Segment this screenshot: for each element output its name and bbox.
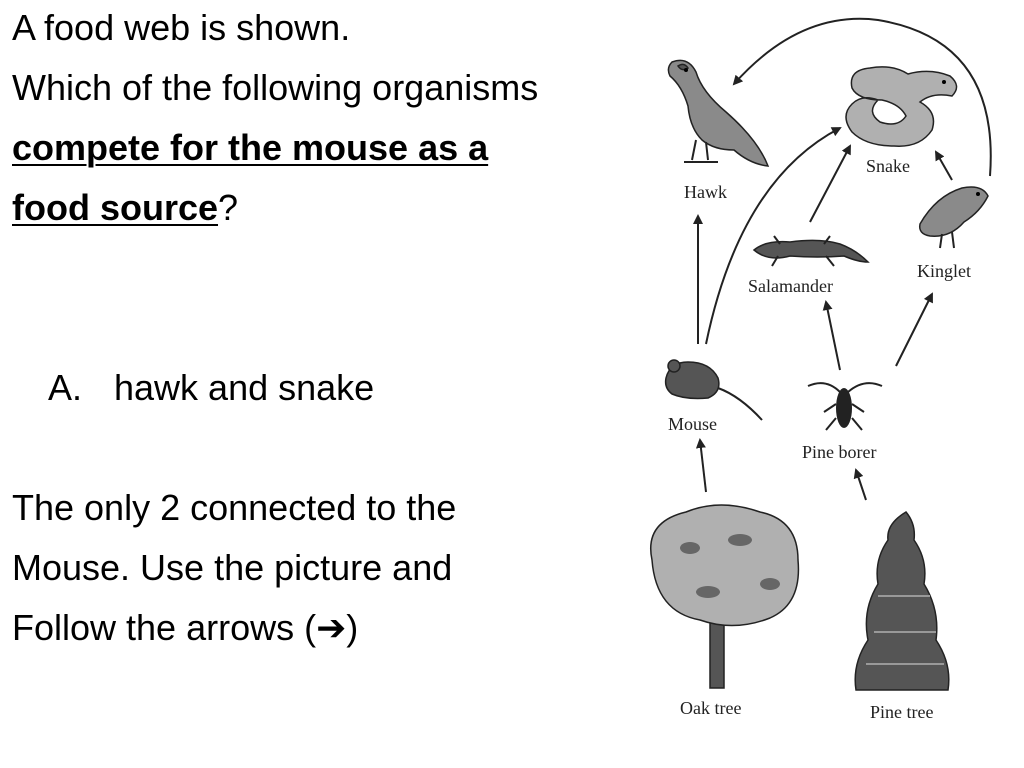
hawk-label: Hawk xyxy=(684,182,727,202)
snake-icon xyxy=(845,66,958,147)
oak-tree-icon xyxy=(650,504,800,689)
explanation-line-1: The only 2 connected to the xyxy=(12,487,457,528)
question-emphasis-1: compete for the mouse as a xyxy=(12,127,489,168)
arrow-borer-to-salamander xyxy=(822,300,841,371)
pine-borer-icon xyxy=(807,382,883,431)
question-line-4: food source? xyxy=(12,188,238,228)
explanation-suffix: ) xyxy=(346,607,359,648)
arrow-salamander-to-snake xyxy=(809,144,851,223)
kinglet-icon xyxy=(918,186,989,249)
pine-tree-icon xyxy=(854,511,950,691)
mouse-label: Mouse xyxy=(668,414,717,434)
mouse-icon xyxy=(664,359,763,421)
arrow-icon: ➔ xyxy=(316,607,347,648)
answer-text: hawk and snake xyxy=(114,367,375,408)
oak-tree-label: Oak tree xyxy=(680,698,741,718)
food-web-diagram: Hawk Snake Salamander Kinglet Mouse Pine… xyxy=(650,17,992,722)
answer-letter: A. xyxy=(48,367,83,408)
explanation-line-3: Follow the arrows (➔) xyxy=(12,608,358,648)
arrow-mouse-to-snake xyxy=(705,127,842,345)
salamander-icon xyxy=(752,235,870,267)
snake-label: Snake xyxy=(866,156,910,176)
salamander-label: Salamander xyxy=(748,276,833,296)
pine-borer-label: Pine borer xyxy=(802,442,876,462)
question-mark: ? xyxy=(218,187,239,228)
arrow-kinglet-to-snake xyxy=(935,150,953,181)
explanation-line-2: Mouse. Use the picture and xyxy=(12,547,453,588)
kinglet-label: Kinglet xyxy=(917,261,971,281)
arrow-pine-to-borer xyxy=(853,468,867,501)
arrow-snake-to-hawk xyxy=(732,17,992,177)
question-line-3: compete for the mouse as a xyxy=(12,128,488,168)
question-emphasis-2: food source xyxy=(12,187,219,228)
explanation-prefix: Follow the arrows ( xyxy=(12,607,317,648)
pine-tree-label: Pine tree xyxy=(870,702,933,722)
question-line-2: Which of the following organisms xyxy=(12,67,539,108)
question-line-1: A food web is shown. xyxy=(12,7,351,48)
arrow-borer-to-kinglet xyxy=(895,292,933,367)
arrow-oak-to-mouse xyxy=(695,438,707,493)
answer-item: A. hawk and snake xyxy=(48,368,374,408)
hawk-icon xyxy=(667,59,770,167)
